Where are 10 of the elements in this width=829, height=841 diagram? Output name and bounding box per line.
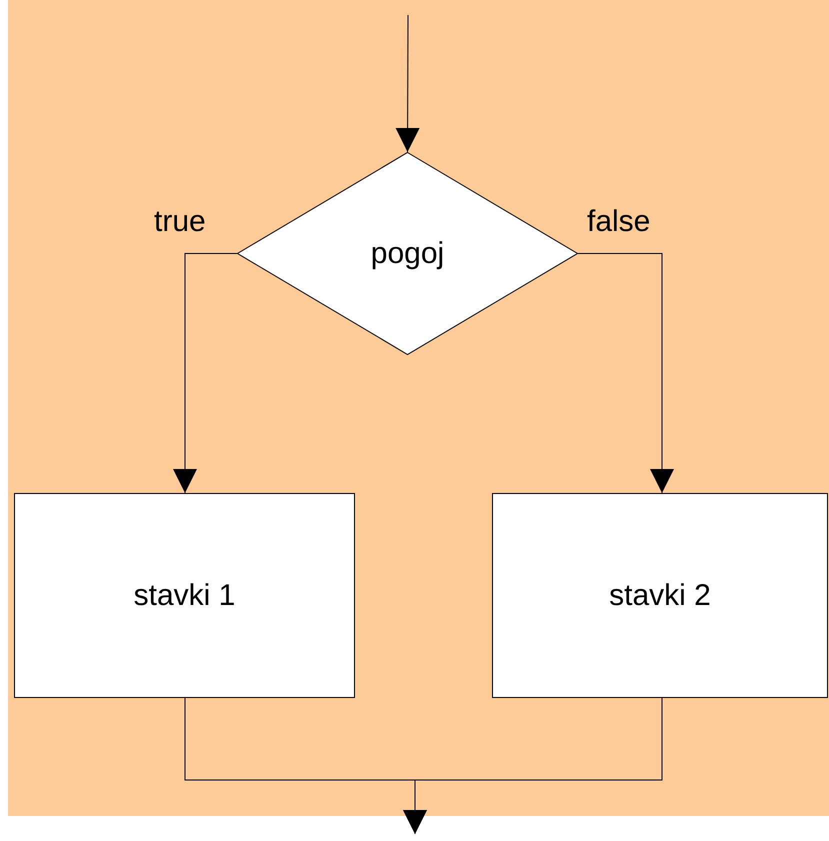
arrow [578,253,674,494]
decision-diamond [237,152,578,355]
node-label: pogoj [370,236,444,270]
process-box [14,493,355,698]
arrow [403,698,662,834]
node-label: stavki 1 [134,578,236,612]
node-label: stavki 2 [609,578,711,612]
process-box [492,493,828,698]
arrow [173,253,238,494]
arrow [396,14,420,152]
